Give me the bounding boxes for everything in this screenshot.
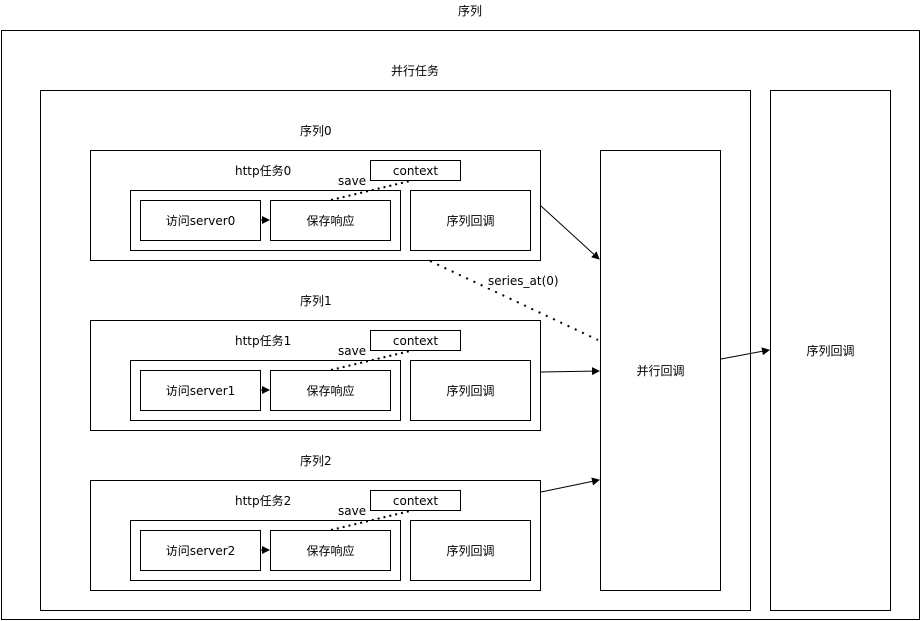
series-callback-1-node: 序列回调 (410, 360, 531, 421)
series-2-to-parallel-edge (540, 477, 600, 493)
series-callback-0-label: 序列回调 (446, 214, 495, 228)
http-task-0-title: http任务0 (235, 164, 292, 178)
context-2-label: context (392, 493, 439, 508)
series-0-to-parallel-edge (540, 205, 600, 260)
save-2-label: save (338, 504, 367, 518)
outer-series-callback-label: 序列回调 (806, 344, 855, 358)
save-context-1-edge (330, 350, 411, 371)
parallel-callback-node: 并行回调 (600, 150, 721, 591)
outer-title: 序列 (458, 4, 483, 18)
series-1-to-parallel-edge (540, 367, 600, 376)
series-0-title: 序列0 (300, 124, 332, 138)
save-response-1-node: 保存响应 (270, 370, 391, 411)
context-1-node: context (370, 330, 461, 351)
series-2-title: 序列2 (300, 454, 332, 468)
parallel-title: 并行任务 (391, 64, 440, 78)
outer-series-callback-node: 序列回调 (770, 90, 891, 611)
context-1-label: context (392, 333, 439, 348)
series-at-edge (429, 260, 599, 341)
series-at-label: series_at(0) (488, 274, 559, 288)
save-context-0-edge (330, 180, 411, 201)
http-task-2-title: http任务2 (235, 494, 292, 508)
context-0-label: context (392, 163, 439, 178)
series-callback-1-label: 序列回调 (446, 384, 495, 398)
visit-server-2-label: 访问server2 (165, 544, 236, 558)
visit-server-1-label: 访问server1 (165, 384, 236, 398)
series-callback-2-node: 序列回调 (410, 520, 531, 581)
http-task-1-title: http任务1 (235, 334, 292, 348)
save-response-0-label: 保存响应 (306, 214, 355, 228)
save-response-2-node: 保存响应 (270, 530, 391, 571)
save-response-2-label: 保存响应 (306, 544, 355, 558)
save-response-1-label: 保存响应 (306, 384, 355, 398)
series-callback-2-label: 序列回调 (446, 544, 495, 558)
context-2-node: context (370, 490, 461, 511)
context-0-node: context (370, 160, 461, 181)
series-1-title: 序列1 (300, 294, 332, 308)
save-response-0-node: 保存响应 (270, 200, 391, 241)
save-0-label: save (338, 174, 367, 188)
visit-server-0-node: 访问server0 (140, 200, 261, 241)
parallel-callback-label: 并行回调 (636, 364, 685, 378)
parallel-to-outer-edge (720, 347, 770, 360)
series-callback-0-node: 序列回调 (410, 190, 531, 251)
visit-server-0-label: 访问server0 (165, 214, 236, 228)
save-context-2-edge (330, 510, 411, 531)
visit-server-2-node: 访问server2 (140, 530, 261, 571)
save-1-label: save (338, 344, 367, 358)
visit-server-1-node: 访问server1 (140, 370, 261, 411)
